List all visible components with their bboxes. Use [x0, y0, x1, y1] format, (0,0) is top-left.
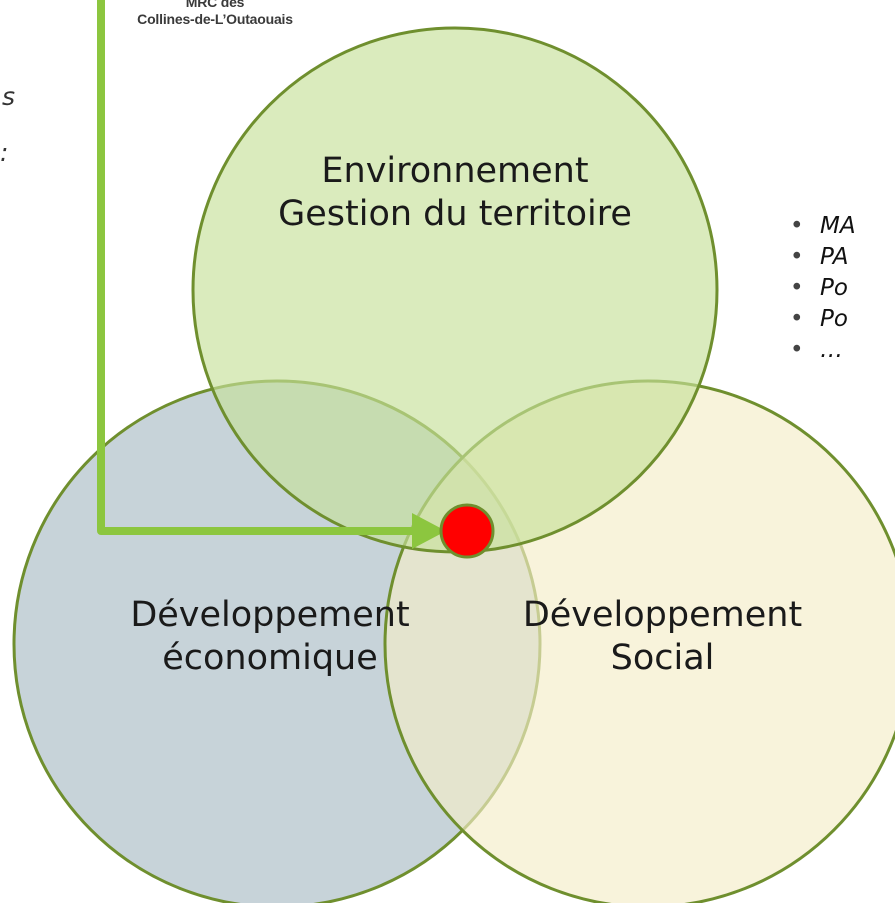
- bullet-text: Po: [820, 306, 848, 332]
- left-fragment-1: s: [2, 82, 16, 111]
- bullet-item: • Po: [790, 273, 856, 304]
- label-economic-line-2: économique: [162, 638, 378, 678]
- arrow-head: [412, 513, 446, 549]
- bullet-item: • Po: [790, 304, 856, 335]
- bullet-list: •MA •PA •Po •Po •…: [790, 211, 856, 366]
- arrow-line: [97, 0, 418, 535]
- label-economic: Développement économique: [70, 594, 470, 680]
- logo: MRC des Collines-de-L’Outaouais: [120, 0, 310, 28]
- bullet-text: PA: [820, 244, 849, 270]
- bullet-dot: •: [790, 244, 804, 270]
- left-fragment-2: :: [0, 138, 9, 167]
- label-social-line-1: Développement: [522, 595, 803, 635]
- bullet-dot: •: [790, 337, 804, 363]
- bullet-text: Po: [820, 275, 848, 301]
- label-social: Développement Social: [460, 594, 865, 680]
- bullet-dot: •: [790, 306, 804, 332]
- label-environment: Environnement Gestion du territoire: [205, 150, 705, 236]
- label-social-line-2: Social: [610, 638, 715, 678]
- bullet-text: MA: [820, 213, 856, 239]
- bullet-dot: •: [790, 275, 804, 301]
- label-environment-line-1: Environnement: [321, 151, 589, 191]
- bullet-dot: •: [790, 213, 804, 239]
- bullet-item: •…: [790, 335, 856, 366]
- logo-line-2: Collines-de-L’Outaouais: [137, 11, 293, 27]
- bullet-text: …: [820, 337, 843, 363]
- bullet-item: • PA: [790, 242, 856, 273]
- label-economic-line-1: Développement: [130, 595, 410, 635]
- logo-line-1: MRC des: [185, 0, 245, 10]
- label-environment-line-2: Gestion du territoire: [278, 194, 632, 234]
- circle-environment: [191, 26, 719, 554]
- bullet-item: • MA: [790, 211, 856, 242]
- center-dot: [439, 503, 495, 559]
